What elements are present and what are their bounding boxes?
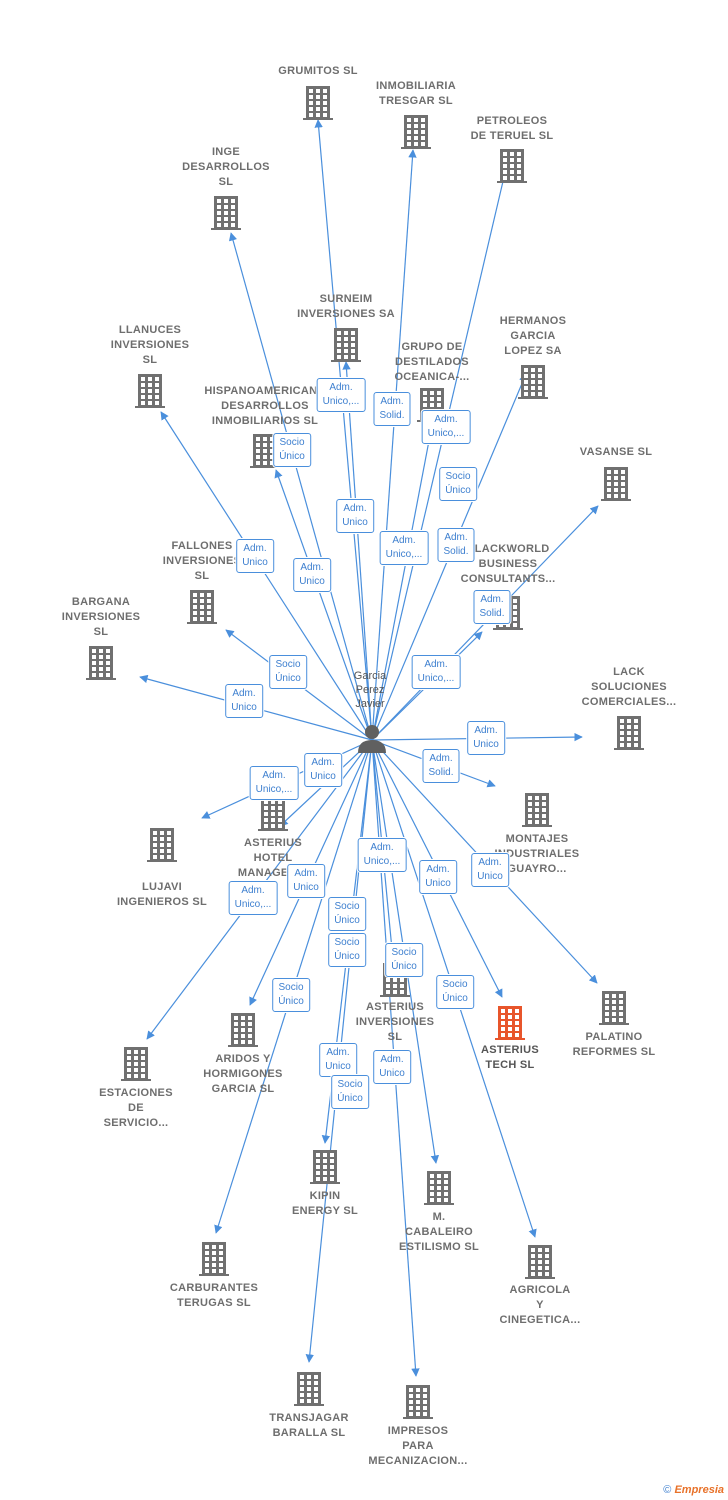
brand-logo[interactable]: Empresia — [674, 1484, 724, 1496]
relation-badge: Adm. Solid. — [437, 528, 475, 562]
building-icon-cabaleiro[interactable] — [424, 1171, 454, 1205]
company-label-bargana[interactable]: BARGANA INVERSIONES SL — [61, 596, 141, 638]
building-icon-kipin[interactable] — [310, 1150, 340, 1184]
relation-badge: Socio Único — [328, 933, 366, 967]
building-icon-palatino[interactable] — [599, 991, 629, 1025]
relation-badge: Adm. Unico,... — [249, 766, 299, 800]
building-icon-vasanse[interactable] — [601, 467, 631, 501]
building-icon-inge-desarrollos[interactable] — [211, 196, 241, 230]
company-label-carburantes[interactable]: CARBURANTES TERUGAS SL — [169, 1282, 259, 1309]
person-icon[interactable] — [358, 725, 386, 753]
company-label-llanuces[interactable]: LLANUCES INVERSIONES SL — [110, 324, 190, 366]
relation-badge: Adm. Unico,... — [316, 378, 366, 412]
company-label-surneim[interactable]: SURNEIM INVERSIONES SA — [297, 293, 395, 320]
relation-badge: Adm. Unico — [419, 860, 457, 894]
building-icon-llanuces[interactable] — [135, 374, 165, 408]
relation-badge: Socio Único — [328, 897, 366, 931]
relation-badge: Socio Único — [272, 978, 310, 1012]
relation-badge: Adm. Unico,... — [357, 838, 407, 872]
edge-inmobiliaria-tresgar — [371, 149, 417, 741]
relation-badge: Adm. Unico — [225, 684, 263, 718]
relation-badge: Adm. Solid. — [373, 392, 411, 426]
building-icon-transjagar[interactable] — [294, 1372, 324, 1406]
company-label-palatino[interactable]: PALATINO REFORMES SL — [572, 1031, 656, 1058]
relation-badge: Adm. Unico — [236, 539, 274, 573]
company-label-vasanse[interactable]: VASANSE SL — [579, 446, 653, 458]
relation-badge: Socio Único — [273, 433, 311, 467]
company-label-asterius-inversiones[interactable]: ASTERIUS INVERSIONES SL — [355, 1001, 435, 1043]
building-icon-petroleos-teruel[interactable] — [497, 149, 527, 183]
company-label-lack-soluciones[interactable]: LACK SOLUCIONES COMERCIALES... — [581, 666, 677, 708]
company-label-transjagar[interactable]: TRANSJAGAR BARALLA SL — [269, 1412, 349, 1439]
relation-badge: Socio Único — [385, 943, 423, 977]
company-label-impresos[interactable]: IMPRESOS PARA MECANIZACION... — [368, 1425, 468, 1467]
company-label-montajes[interactable]: MONTAJES INDUSTRIALES GUAYRO... — [494, 833, 580, 875]
edge-hispanoamericana — [274, 469, 373, 741]
relation-badge: Adm. Unico,... — [421, 410, 471, 444]
relation-badge: Adm. Unico — [336, 499, 374, 533]
person-name-label[interactable]: Garcia Perez Javier — [353, 670, 387, 710]
edge-llanuces — [160, 411, 373, 741]
company-label-blackworld[interactable]: BLACKWORLD BUSINESS CONSULTANTS... — [460, 543, 556, 585]
company-label-aridos[interactable]: ARIDOS Y HORMIGONES GARCIA SL — [203, 1053, 283, 1095]
nodes-layer — [86, 86, 644, 1419]
building-icon-montajes[interactable] — [522, 793, 552, 827]
footer: © Empresia — [663, 1484, 724, 1496]
building-icon-hispanoamericana[interactable] — [250, 434, 280, 468]
company-label-kipin[interactable]: KIPIN ENERGY SL — [291, 1190, 359, 1217]
company-label-hermanos-garcia-lopez[interactable]: HERMANOS GARCIA LOPEZ SA — [499, 315, 567, 357]
company-label-grumitos[interactable]: GRUMITOS SL — [278, 65, 358, 77]
edge-grupo-destilados — [371, 424, 435, 741]
edge-surneim — [342, 361, 373, 741]
relation-badge: Adm. Unico — [471, 853, 509, 887]
building-icon-fallones[interactable] — [187, 590, 217, 624]
relation-badge: Socio Único — [436, 975, 474, 1009]
building-icon-agricola[interactable] — [525, 1245, 555, 1279]
relation-badge: Adm. Unico — [287, 864, 325, 898]
company-label-fallones[interactable]: FALLONES INVERSIONES SL — [162, 540, 242, 582]
building-icon-lack-soluciones[interactable] — [614, 716, 644, 750]
building-icon-estaciones[interactable] — [121, 1047, 151, 1081]
relation-badge: Adm. Unico,... — [228, 881, 278, 915]
relation-badge: Socio Único — [331, 1075, 369, 1109]
company-label-asterius-tech[interactable]: ASTERIUS TECH SL — [480, 1044, 540, 1071]
building-icon-carburantes[interactable] — [199, 1242, 229, 1276]
building-icon-asterius-tech[interactable] — [495, 1006, 525, 1040]
building-icon-grumitos[interactable] — [303, 86, 333, 120]
relation-badge: Adm. Unico — [467, 721, 505, 755]
edge-grumitos — [314, 119, 373, 741]
building-icon-aridos[interactable] — [228, 1013, 258, 1047]
building-icon-asterius-hotel[interactable] — [258, 797, 288, 831]
relation-badge: Socio Único — [269, 655, 307, 689]
relation-badge: Socio Único — [439, 467, 477, 501]
company-label-cabaleiro[interactable]: M. CABALEIRO ESTILISMO SL — [399, 1211, 479, 1253]
relation-badge: Adm. Solid. — [473, 590, 511, 624]
company-label-inge-desarrollos[interactable]: INGE DESARROLLOS SL — [182, 146, 270, 188]
company-label-hispanoamericana[interactable]: HISPANOAMERICANA DESARROLLOS INMOBILIARI… — [204, 385, 326, 427]
building-icon-lujavi[interactable] — [147, 828, 177, 862]
company-label-inmobiliaria-tresgar[interactable]: INMOBILIARIA TRESGAR SL — [376, 80, 456, 107]
relation-badge: Adm. Unico — [373, 1050, 411, 1084]
building-icon-bargana[interactable] — [86, 646, 116, 680]
company-label-agricola[interactable]: AGRICOLA Y CINEGETICA... — [499, 1284, 581, 1326]
building-icon-inmobiliaria-tresgar[interactable] — [401, 115, 431, 149]
relation-badge: Adm. Unico — [304, 753, 342, 787]
relation-badge: Adm. Unico,... — [411, 655, 461, 689]
company-label-lujavi[interactable]: LUJAVI INGENIEROS SL — [116, 881, 208, 908]
building-icon-surneim[interactable] — [331, 328, 361, 362]
copyright-symbol: © — [663, 1484, 672, 1496]
company-label-estaciones[interactable]: ESTACIONES DE SERVICIO... — [99, 1087, 173, 1129]
company-label-petroleos-teruel[interactable]: PETROLEOS DE TERUEL SL — [470, 115, 554, 142]
relation-badge: Adm. Solid. — [422, 749, 460, 783]
relation-badge: Adm. Unico — [293, 558, 331, 592]
relation-badge: Adm. Unico,... — [379, 531, 429, 565]
edge-inge-desarrollos — [228, 232, 373, 741]
building-icon-hermanos-garcia-lopez[interactable] — [518, 365, 548, 399]
company-label-grupo-destilados[interactable]: GRUPO DE DESTILADOS OCEANICA-... — [394, 341, 470, 383]
edge-petroleos-teruel — [371, 159, 511, 741]
relation-badge: Adm. Unico — [319, 1043, 357, 1077]
building-icon-impresos[interactable] — [403, 1385, 433, 1419]
